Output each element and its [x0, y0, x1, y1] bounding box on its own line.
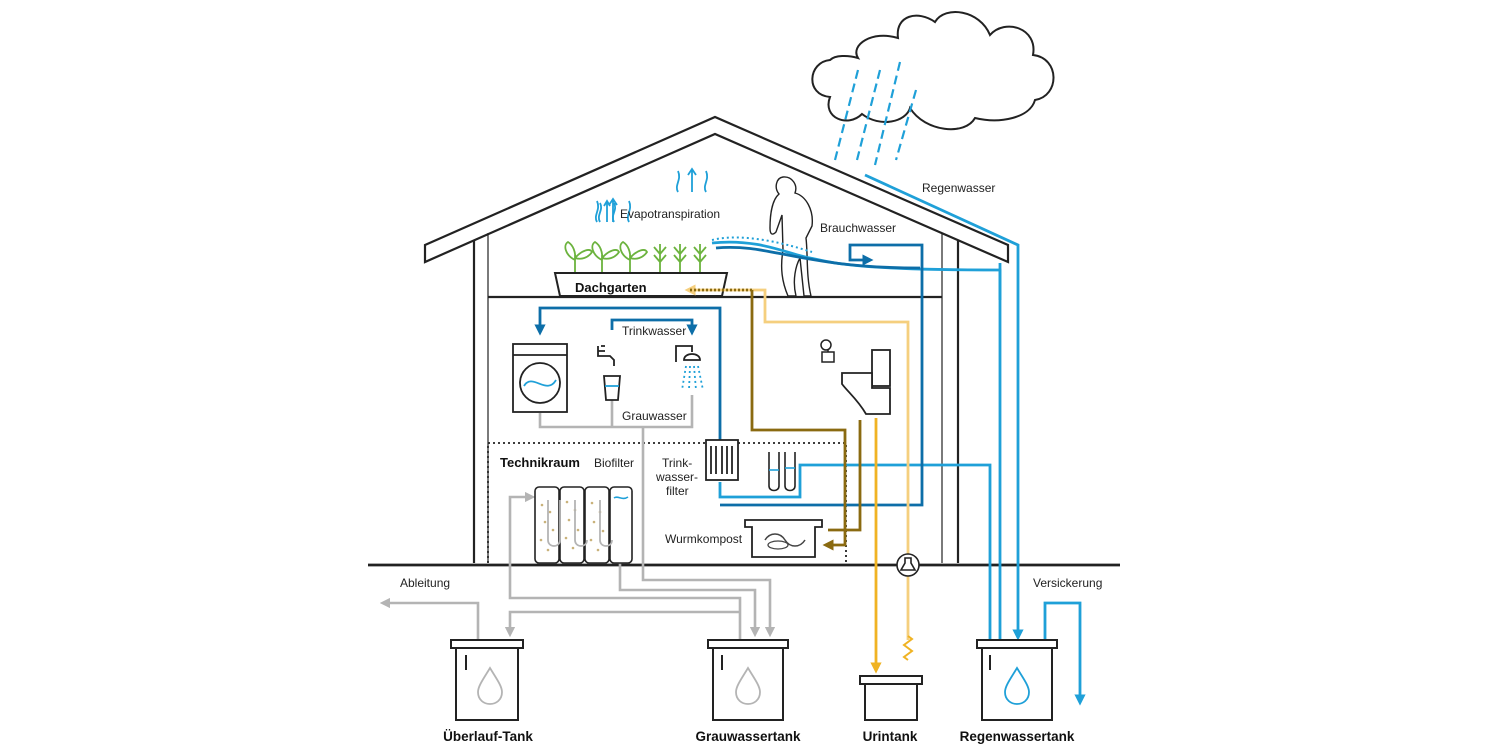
- label-evapotranspiration: Evapotranspiration: [620, 207, 720, 221]
- cistern-icon: [820, 339, 835, 363]
- lab-flask-icon: [896, 553, 920, 577]
- toilet-icon: [841, 349, 891, 415]
- label-ableitung: Ableitung: [400, 576, 450, 590]
- label-grauwassertank: Grauwassertank: [695, 729, 801, 744]
- label-brauchwasser: Brauchwasser: [820, 221, 896, 235]
- label-ueberlauf-tank: Überlauf-Tank: [443, 729, 533, 744]
- glass-icon: [603, 375, 621, 401]
- label-trinkwasserfilter-line1: Trink-: [662, 456, 692, 470]
- rain-icon: [833, 61, 918, 166]
- label-wurmkompost: Wurmkompost: [665, 532, 743, 546]
- plant-icon: [564, 240, 707, 272]
- label-grauwasser: Grauwasser: [622, 409, 687, 423]
- label-biofilter: Biofilter: [594, 456, 634, 470]
- person-icon: [769, 176, 813, 297]
- label-regenwassertank: Regenwassertank: [960, 729, 1075, 744]
- label-dachgarten: Dachgarten: [575, 280, 647, 295]
- cloud-icon: [811, 11, 1055, 131]
- evaporation-icon: [594, 167, 709, 223]
- evaporation-icon: [597, 199, 617, 223]
- label-trinkwasserfilter-line3: filter: [666, 484, 689, 498]
- water-drop-icon: [735, 666, 761, 705]
- label-technikraum: Technikraum: [500, 455, 580, 470]
- rain-water-pipes: [711, 173, 1086, 706]
- tank-icon: [976, 639, 1058, 721]
- filter-icon: [705, 439, 739, 481]
- biofilter-icon: [534, 486, 633, 564]
- tank-icon: [450, 639, 524, 721]
- label-versickerung: Versickerung: [1033, 576, 1102, 590]
- label-urintank: Urintank: [863, 729, 918, 744]
- compost-pipes: [690, 288, 862, 551]
- drinking-water-pipes: [534, 243, 924, 507]
- test-tube-icon: [768, 452, 796, 492]
- evaporation-dotted-flow: [711, 236, 813, 253]
- tank-icon: [859, 675, 923, 721]
- washing-machine-icon: [512, 343, 568, 413]
- label-trinkwasserfilter-line2: wasser-: [655, 470, 698, 484]
- shower-icon: [675, 345, 704, 391]
- tank-icon: [707, 639, 789, 721]
- roof-garden-planter: [553, 272, 729, 297]
- label-regenwasser: Regenwasser: [922, 181, 995, 195]
- water-drop-icon: [1004, 666, 1030, 705]
- worm-compost-icon: [744, 519, 823, 558]
- grey-water-pipes: [379, 395, 776, 640]
- water-drop-icon: [477, 666, 503, 705]
- faucet-icon: [597, 345, 615, 366]
- label-trinkwasser: Trinkwasser: [622, 324, 686, 338]
